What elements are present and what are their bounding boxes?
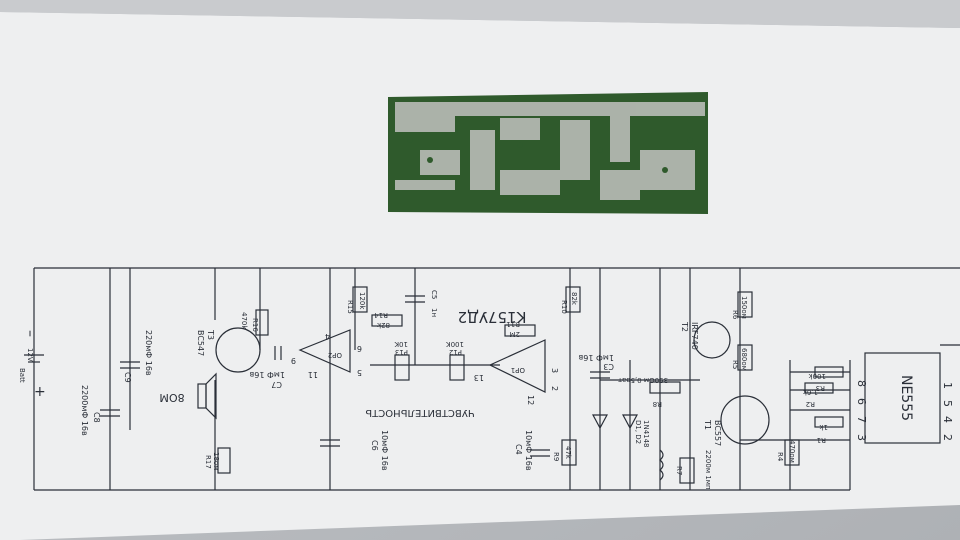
r3-value-label: 100k [808,372,826,380]
bc557-label: BC557 [713,420,722,446]
p13-value-label: 10K [394,340,408,348]
schematic-labels: NE555 K157УД2 ЧУВСТВИТЕЛЬНОСТЬ 8ОМ BC547… [18,290,954,490]
op2-label: OP2 [328,351,342,359]
r11-label: R11 [506,320,520,328]
c9-value-label: 220мФ 16в [144,330,153,376]
r16-label: R16 [251,318,259,332]
op1-pin2: 2 [550,386,559,391]
r8-value-label: 390Ом 0,5ват [618,376,668,384]
r16-value-label: 470k [240,312,248,330]
ne555-pin3: 3 [855,434,868,441]
c4-value-label: 10мФ 16в [524,430,533,471]
batt-label: Batt [18,368,26,383]
r11-value-label: 2M [510,330,521,338]
r7-label: R7 [675,466,683,475]
c9-label: C9 [123,372,132,383]
c4-label: C4 [514,444,523,455]
c5-label: C5 [430,290,438,299]
paper-sheet [0,12,960,540]
t1-label: T1 [703,419,712,430]
plus-label: + [34,384,46,400]
op2-pin9: 9 [291,356,296,365]
op1-pin13: 13 [474,373,484,382]
ne555-pin4: 4 [941,416,954,423]
c8-label: C8 [92,412,101,423]
ne555-label: NE555 [898,375,914,421]
c7-value-label: 1мФ 16в [249,370,285,379]
op2-pin4: 4 [325,332,330,341]
ne555-pin6: 6 [855,398,868,405]
r3-label: R3 [816,384,825,392]
pcb-board [388,92,708,214]
ne555-pin5: 5 [941,400,954,407]
r17-value-label: 18ом [212,452,220,470]
r15-value-label: 120k [358,292,366,310]
r14-value-label: 82k [376,321,390,329]
r14-label: R14 [374,311,388,319]
op2-pin5: 5 [357,368,362,377]
speaker-label: 8ОМ [159,391,184,404]
c3-label: C3 [603,362,614,371]
op1-pin3: 3 [550,368,559,373]
r6-value-label: 150ом [740,296,748,319]
inductor-label: 2200м 1мп [704,450,712,490]
r5-label: R5 [731,360,739,369]
t3-label: T3 [206,329,215,340]
diode-label: D1, D2 [634,420,642,444]
v12-label: 12V [26,348,34,362]
p13-label: P13 [395,348,408,356]
op1-label: OP1 [511,366,525,374]
ne555-pin1: 1 [941,382,954,389]
minus-label: – [22,330,38,337]
schematic [24,267,960,491]
r5-value-label: 680ом [740,348,748,371]
p12-label: P12 [449,348,462,356]
r9-label: R9 [552,452,560,461]
r9-value-label: 47k [564,446,572,460]
r2-value-label: 1.6k [802,388,818,396]
op1-pin12: 12 [526,395,535,405]
ne555-pin2: 2 [941,434,954,441]
r10-value-label: 82k [570,292,578,306]
diode-value-label: 1N4148 [642,420,650,448]
ne555-pin8: 8 [855,380,868,387]
t2-label: T2 [680,321,689,332]
op2-pin11: 11 [308,370,318,379]
r1-label: R1 [817,436,826,444]
r4-label: R4 [776,452,784,462]
r10-label: R10 [560,300,568,314]
c7-label: C7 [271,380,282,389]
p12-value-label: 100K [446,340,464,348]
c6-label: C6 [370,440,379,451]
c8-value-label: 2200мФ 16в [80,385,89,436]
r1-value-label: 1k [819,423,828,431]
r6-label: R6 [731,310,739,320]
irf740-label: IRF740 [690,322,699,350]
r8-label: R8 [653,400,662,408]
c5-value-label: 1н [430,308,438,317]
ne555-pin7: 7 [855,416,868,423]
r15-label: R15 [346,300,354,314]
op2-pin6: 6 [357,344,362,353]
sensitivity-label: ЧУВСТВИТЕЛЬНОСТЬ [365,407,475,418]
r2-label: R2 [806,400,815,408]
r17-label: R17 [204,455,212,469]
r4-value-label: 470ом [788,440,796,463]
bc547-label: BC547 [196,330,205,356]
c6-value-label: 10мФ 16в [380,430,389,471]
k157-label: K157УД2 [458,308,527,326]
c3-value-label: 1мФ 16в [578,353,614,362]
